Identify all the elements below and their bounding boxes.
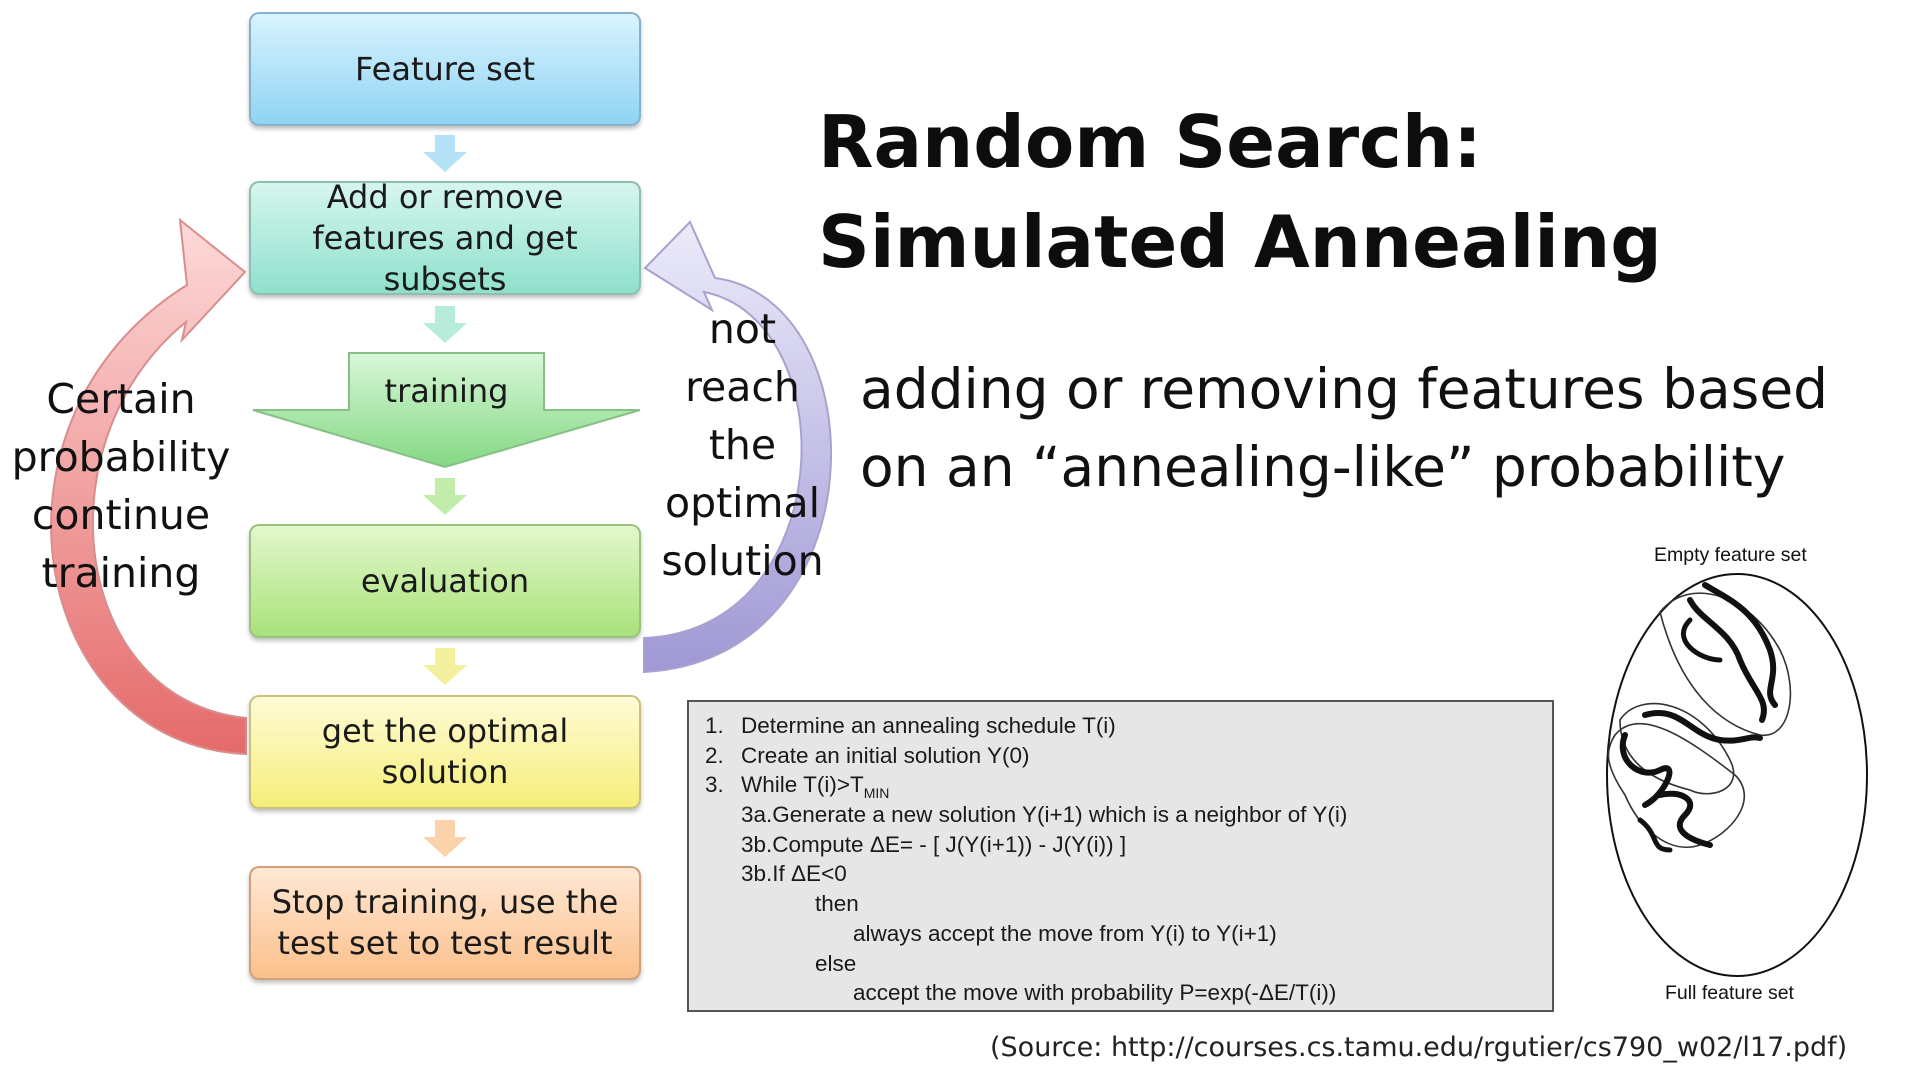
optimal-solution-label: get the optimal solution	[321, 712, 569, 791]
optimal-solution-box: get the optimal solution	[249, 695, 641, 809]
right-loop-label: not reach the optimal solution	[661, 305, 824, 585]
add-remove-box: Add or remove features and get subsets	[249, 178, 641, 298]
step-3a-text: 3a.Generate a new solution Y(i+1) which …	[741, 802, 1348, 828]
feature-set-box: Feature set	[249, 12, 641, 126]
stop-training-box: Stop training, use the test set to test …	[249, 866, 641, 980]
accept-always-text: always accept the move from Y(i) to Y(i+…	[853, 920, 1277, 946]
slide-title: Random Search: Simulated Annealing	[818, 92, 1662, 292]
training-label: training	[384, 372, 509, 410]
evaluation-label: evaluation	[360, 561, 530, 600]
empty-feature-set-label: Empty feature set	[1654, 544, 1807, 566]
title-line-1: Random Search:	[818, 100, 1482, 184]
training-arrow	[252, 352, 641, 469]
step-3-text: While T(i)>T	[741, 772, 864, 798]
then-text: then	[815, 891, 859, 917]
connector-arrow-1	[423, 135, 467, 172]
else-text: else	[815, 950, 857, 976]
feature-set-label: Feature set	[355, 49, 535, 88]
connector-arrow-3	[423, 478, 467, 515]
step-1-number: 1.	[705, 713, 724, 738]
step-3b-text: 3b.Compute ΔE= - [ J(Y(i+1)) - J(Y(i)) ]	[741, 831, 1127, 857]
step-3-number: 3.	[705, 772, 724, 798]
accept-probability-text: accept the move with probability P=exp(-…	[853, 980, 1337, 1006]
feature-space-diagram	[1606, 573, 1868, 977]
step-2-number: 2.	[705, 742, 724, 768]
description-text: adding or removing features based on an …	[860, 357, 1829, 499]
connector-arrow-5	[423, 820, 467, 857]
evaluation-box: evaluation	[249, 524, 641, 638]
algorithm-box: 1. Determine an annealing schedule T(i) 2…	[687, 700, 1554, 1012]
add-remove-label: Add or remove features and get subsets	[312, 177, 578, 298]
right-loop-arrow	[643, 220, 833, 674]
connector-arrow-4	[423, 648, 467, 685]
step-1-text: Determine an annealing schedule T(i)	[741, 713, 1116, 738]
step-3c-text: 3b.If ΔE<0	[741, 861, 847, 887]
step-3-subscript: MIN	[863, 785, 890, 802]
step-2-text: Create an initial solution Y(0)	[741, 742, 1030, 768]
left-loop-arrow	[50, 217, 247, 756]
title-line-2: Simulated Annealing	[818, 200, 1662, 284]
full-feature-set-label: Full feature set	[1665, 982, 1794, 1004]
stop-training-label: Stop training, use the test set to test …	[271, 883, 619, 962]
source-citation: (Source: http://courses.cs.tamu.edu/rgut…	[990, 1032, 1848, 1063]
connector-arrow-2	[423, 306, 467, 343]
left-loop-label: Certain probability continue training	[11, 375, 231, 597]
